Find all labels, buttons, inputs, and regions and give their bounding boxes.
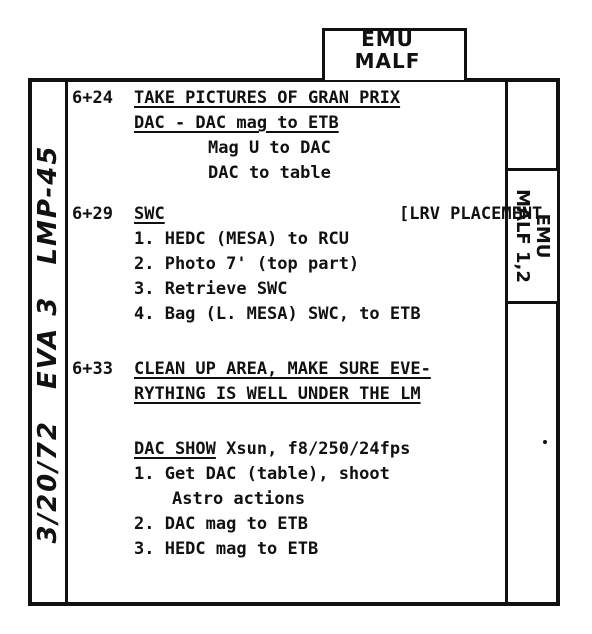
block-6-33: 6+33 CLEAN UP AREA, MAKE SURE EVE- RYTHI… <box>72 357 502 407</box>
list-item: 2. Photo 7' (top part) <box>134 254 360 274</box>
dac-show-title: DAC SHOW <box>134 439 216 459</box>
block-line: DAC - DAC mag to ETB <box>134 113 339 133</box>
side-label-crew: LMP-45 <box>33 144 63 265</box>
list-item: 4. Bag (L. MESA) SWC, to ETB <box>134 304 421 324</box>
block-title: SWC <box>134 204 165 224</box>
right-margin-band <box>505 78 560 606</box>
top-tab-line-1: EMU <box>361 27 414 51</box>
side-label-date: 3/20/72 <box>33 420 63 544</box>
block-title-line-2: RYTHING IS WELL UNDER THE LM <box>134 384 421 404</box>
block-title-row: SWC [LRV PLACEMENT <box>134 202 542 227</box>
block-title-line-1: CLEAN UP AREA, MAKE SURE EVE- <box>134 359 431 379</box>
list-item: 1. HEDC (MESA) to RCU <box>134 229 349 249</box>
checklist-content: 6+24 TAKE PICTURES OF GRAN PRIX DAC - DA… <box>72 86 542 562</box>
side-tab-box <box>505 168 560 304</box>
rotated-side-label: 3/20/72 EVA 3 LMP-45 <box>33 84 63 604</box>
stray-dot <box>543 440 547 444</box>
time-label: 6+29 <box>72 204 113 224</box>
top-tab-box <box>322 28 467 80</box>
list-item: 3. HEDC mag to ETB <box>134 539 319 559</box>
block-title: TAKE PICTURES OF GRAN PRIX <box>134 88 401 108</box>
left-margin-band <box>28 78 68 606</box>
time-label: 6+33 <box>72 359 113 379</box>
block-line: DAC to table <box>208 163 331 183</box>
time-label: 6+24 <box>72 88 113 108</box>
side-label-eva: EVA 3 <box>33 295 63 389</box>
dac-show-title-row: DAC SHOW Xsun, f8/250/24fps <box>134 437 502 462</box>
checklist-card-frame <box>28 78 560 606</box>
list-item: 2. DAC mag to ETB <box>134 514 308 534</box>
block-line: Mag U to DAC <box>208 138 331 158</box>
top-tab-label: EMU MALF <box>330 28 445 72</box>
list-item: Astro actions <box>172 489 306 509</box>
list-item: 1. Get DAC (table), shoot <box>134 464 390 484</box>
list-item: 3. Retrieve SWC <box>134 279 288 299</box>
dac-show-block: DAC SHOW Xsun, f8/250/24fps 1. Get DAC (… <box>72 437 502 562</box>
dac-show-rest: Xsun, f8/250/24fps <box>215 439 411 459</box>
side-tab-line-1: EMU <box>532 213 553 259</box>
block-6-29: 6+29 SWC [LRV PLACEMENT 1. HEDC (MESA) t… <box>72 202 542 327</box>
side-tab-label: EMU MALF 1,2 <box>512 171 553 301</box>
top-tab-line-2: MALF <box>354 49 421 73</box>
side-tab-line-2: MALF 1,2 <box>512 189 533 283</box>
block-6-24: 6+24 TAKE PICTURES OF GRAN PRIX DAC - DA… <box>72 86 502 186</box>
block-note: [LRV PLACEMENT <box>399 204 543 224</box>
